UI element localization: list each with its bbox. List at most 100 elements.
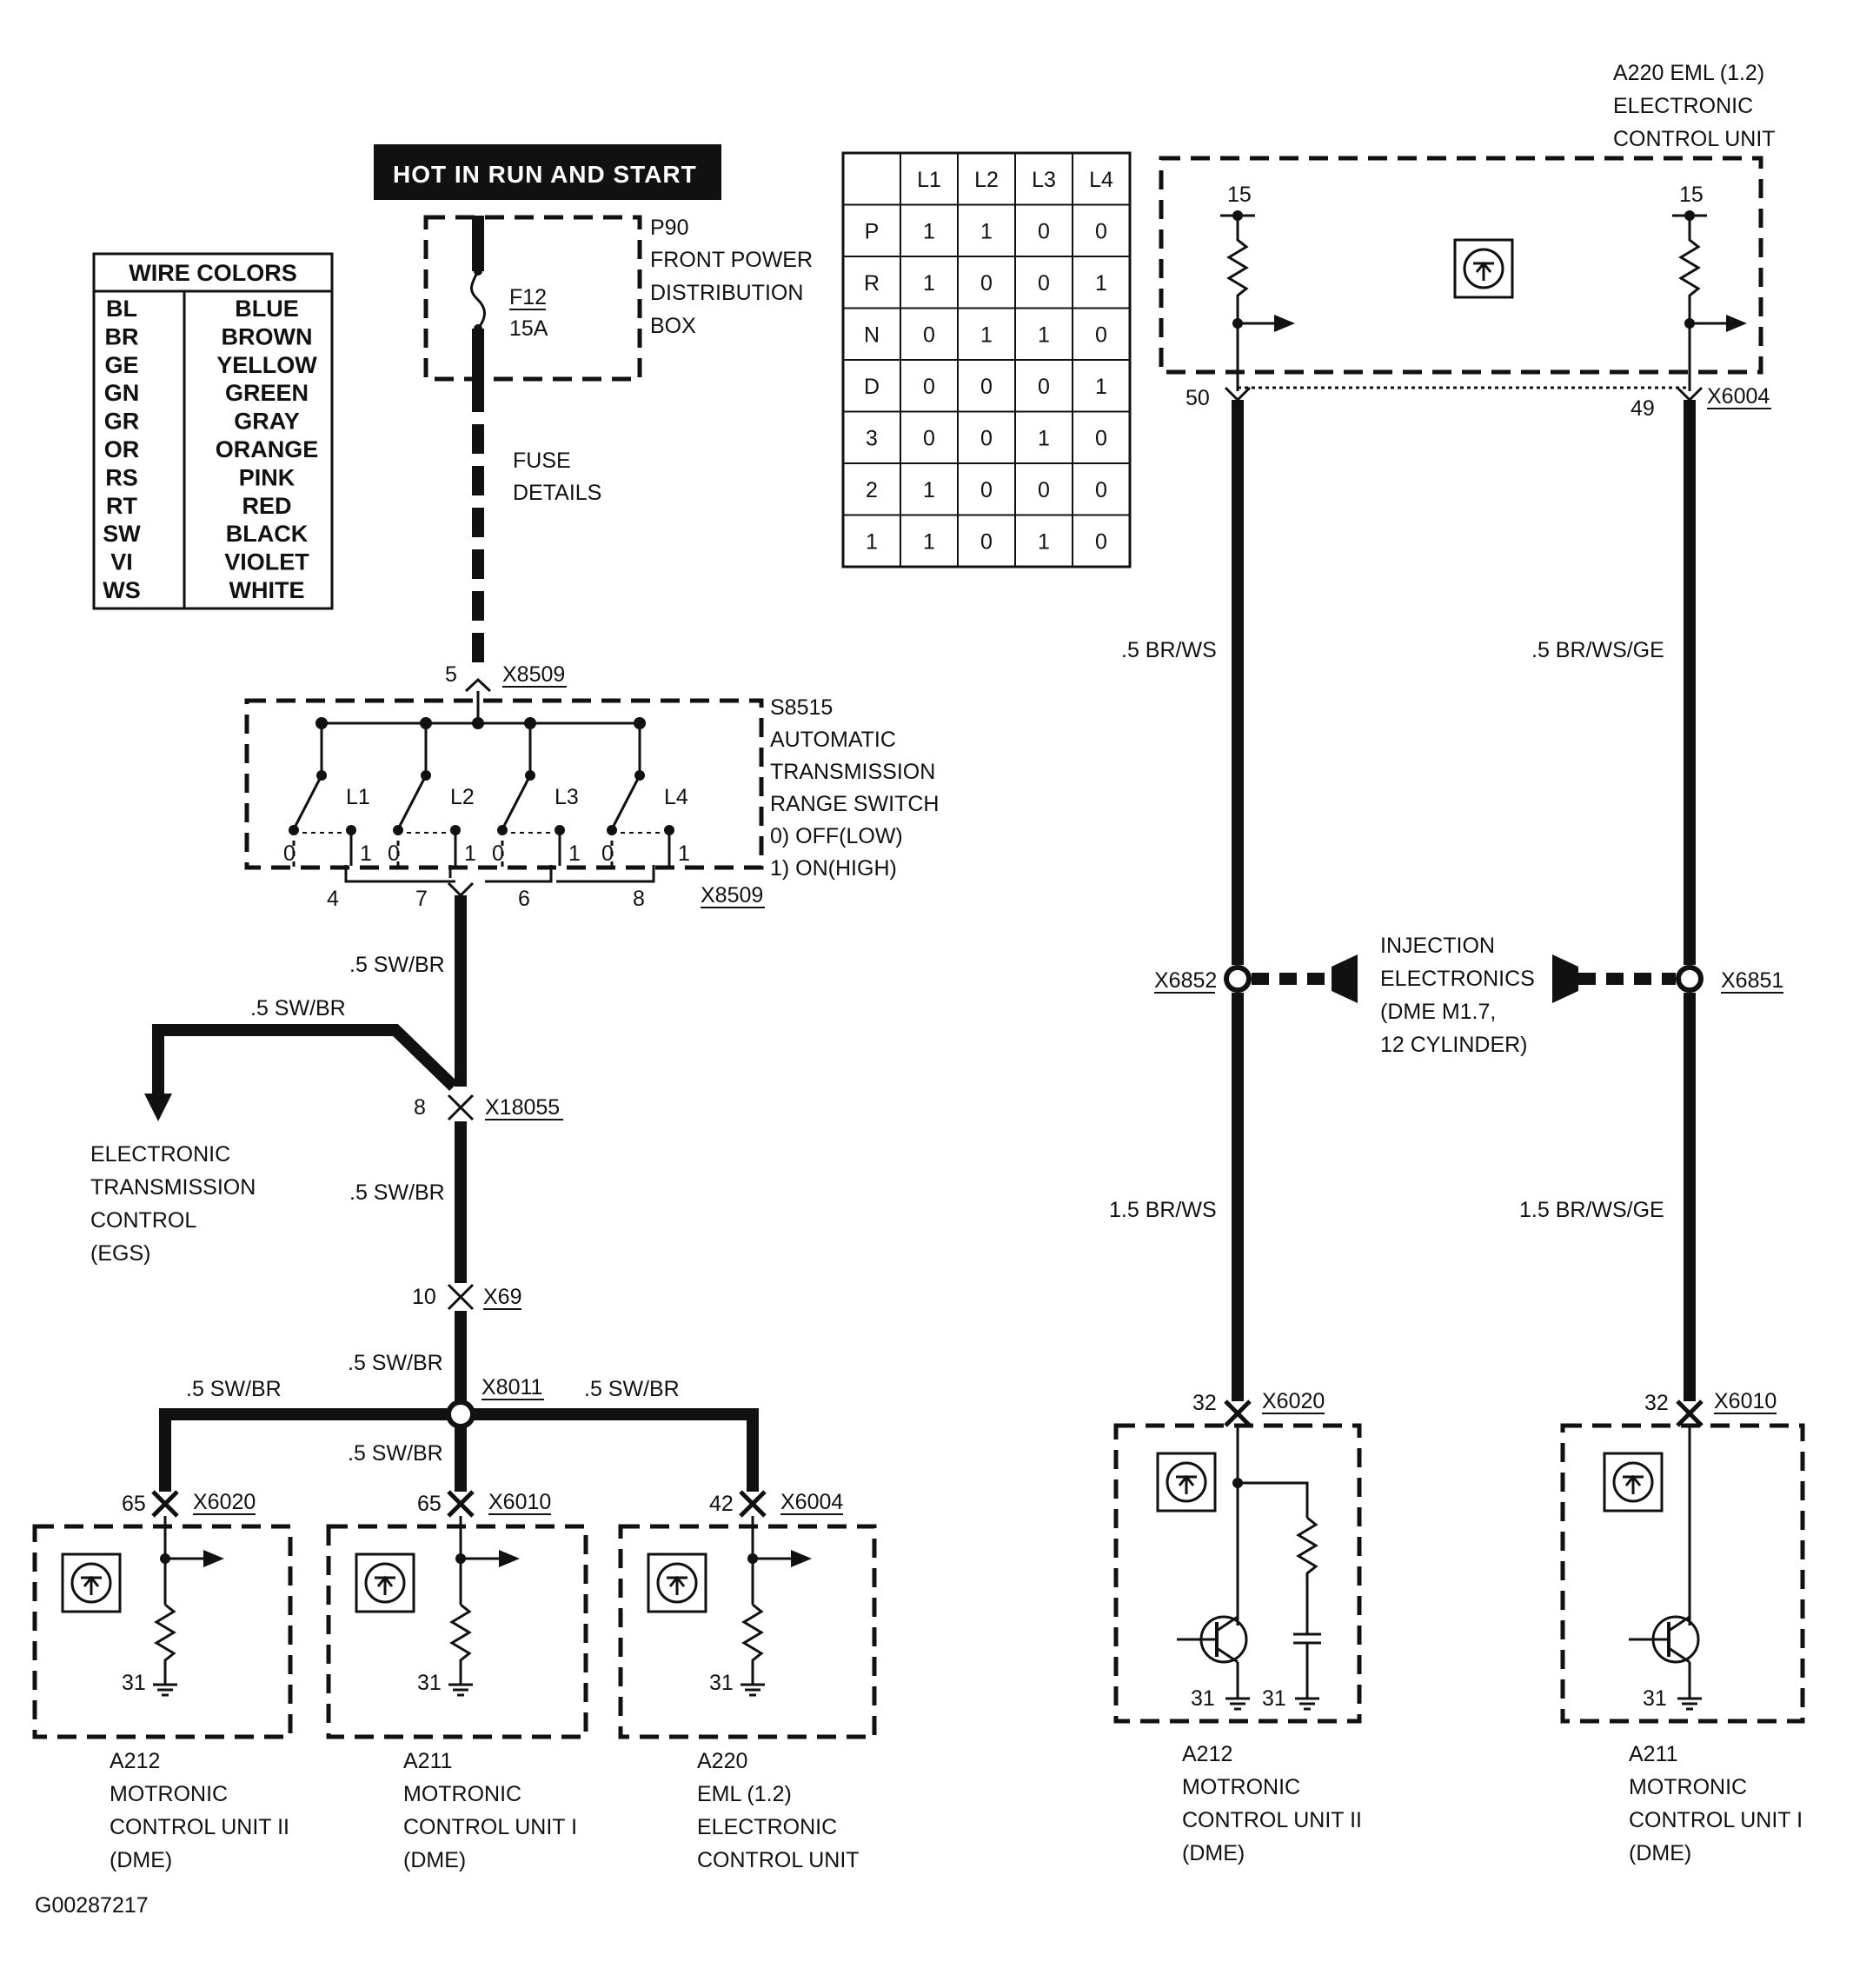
connector-x18055 <box>447 1094 475 1121</box>
connector-x8509-in <box>464 677 492 693</box>
egs-label-1: ELECTRONIC <box>90 1142 230 1167</box>
truth-cell: 0 <box>1095 322 1107 347</box>
wire-color-code: VI <box>110 549 133 575</box>
truth-cell: 1 <box>923 271 935 296</box>
range-switch-box <box>244 698 764 870</box>
hot-header-box <box>374 144 721 200</box>
truth-cell: 0 <box>923 322 935 347</box>
ecu-icon-glyph <box>1166 1461 1207 1503</box>
wire-color-name: ORANGE <box>216 436 319 462</box>
module-label: A212 <box>110 1749 160 1773</box>
splice-right-wire <box>461 1408 759 1492</box>
connector-x69 <box>447 1283 475 1311</box>
module-box <box>618 1524 877 1739</box>
ecu-icon-glyph <box>1612 1461 1654 1503</box>
module-label: CONTROL UNIT I <box>1629 1808 1803 1832</box>
module-connector <box>1224 1400 1252 1427</box>
right-wire-right-lower-label: 1.5 BR/WS/GE <box>1519 1198 1664 1222</box>
injection-label-2: ELECTRONICS <box>1380 967 1535 991</box>
fuse-details-2: DETAILS <box>513 481 601 505</box>
x18055-label: X18055 <box>485 1095 560 1120</box>
truth-cell: 0 <box>980 426 993 450</box>
module-label: CONTROL UNIT <box>697 1848 860 1872</box>
module-label: (DME) <box>110 1848 172 1872</box>
truth-cell: 3 <box>866 426 878 450</box>
switch-desc-6: 1) ON(HIGH) <box>770 856 897 881</box>
splice-x8011 <box>446 1400 475 1429</box>
wire-color-code: BR <box>105 323 139 349</box>
module-ground: 31 <box>1262 1686 1286 1711</box>
egs-label-2: TRANSMISSION <box>90 1175 256 1200</box>
eml-pin-right: 49 <box>1631 396 1655 421</box>
truth-header-cell: L1 <box>917 168 941 192</box>
wire-color-name: BLACK <box>226 521 309 547</box>
module-label: (DME) <box>1629 1841 1691 1865</box>
pdb-label-2: FRONT POWER <box>650 248 813 272</box>
wire-color-code: GE <box>104 352 138 378</box>
egs-label-3: CONTROL <box>90 1208 196 1233</box>
egs-branch-wire <box>152 1024 458 1097</box>
switch-contact-label: L1 <box>346 785 370 809</box>
module-ground: 31 <box>122 1671 146 1695</box>
wire-color-code: GR <box>104 409 140 435</box>
switch-pos1-label: 1 <box>360 841 372 866</box>
wire-color-code: GN <box>104 380 140 406</box>
eml-unit-box <box>1159 156 1763 375</box>
eml-pin15-right: 15 <box>1679 183 1704 207</box>
injection-label-3: (DME M1.7, <box>1380 1000 1496 1024</box>
module-connector <box>1676 1400 1704 1427</box>
truth-cell: 1 <box>923 478 935 502</box>
truth-cell: 0 <box>980 375 993 399</box>
switch-pin-out-3: 6 <box>518 887 530 911</box>
truth-cell: 1 <box>980 219 993 243</box>
fuse-details-1: FUSE <box>513 449 571 473</box>
eml-pin-left: 50 <box>1186 386 1210 410</box>
truth-cell: 1 <box>1038 529 1050 554</box>
switch-pin-out-2: 7 <box>415 887 428 911</box>
truth-cell: R <box>864 271 880 296</box>
switch-pos1-label: 1 <box>464 841 476 866</box>
module-connector <box>151 1490 179 1518</box>
truth-cell: 0 <box>1038 375 1050 399</box>
pdb-label-1: P90 <box>650 216 688 240</box>
truth-cell: 0 <box>1038 478 1050 502</box>
egs-branch-label: .5 SW/BR <box>250 996 346 1021</box>
truth-cell: 0 <box>980 529 993 554</box>
main-wire-1-label: .5 SW/BR <box>349 953 445 977</box>
truth-cell: 1 <box>980 322 993 347</box>
hot-header-text: HOT IN RUN AND START <box>393 161 697 188</box>
fuse-name: F12 <box>509 285 547 309</box>
truth-cell: 1 <box>923 529 935 554</box>
switch-desc-4: RANGE SWITCH <box>770 792 939 816</box>
ecu-icon-glyph <box>70 1562 112 1604</box>
wire-color-name: YELLOW <box>216 352 317 378</box>
module-label: A211 <box>403 1749 453 1773</box>
truth-cell: 1 <box>1038 322 1050 347</box>
truth-cell: 1 <box>1095 375 1107 399</box>
truth-cell: 0 <box>923 375 935 399</box>
truth-cell: 0 <box>1095 478 1107 502</box>
truth-cell: P <box>865 219 880 243</box>
module-pin: 32 <box>1644 1391 1669 1415</box>
truth-header-cell: L3 <box>1032 168 1056 192</box>
truth-cell: 0 <box>1038 219 1050 243</box>
figure-id: G00287217 <box>35 1893 149 1918</box>
wire-color-code: OR <box>104 436 140 462</box>
switch-desc-1: S8515 <box>770 695 833 720</box>
splice-left-label: .5 SW/BR <box>186 1377 282 1401</box>
main-wire-2-label: .5 SW/BR <box>349 1180 445 1205</box>
module-label: (DME) <box>403 1848 466 1872</box>
ecu-icon-glyph <box>656 1562 698 1604</box>
egs-arrow <box>144 1094 172 1121</box>
module-conn: X6020 <box>193 1490 256 1514</box>
x69-label: X69 <box>483 1285 521 1309</box>
injection-label-4: 12 CYLINDER) <box>1380 1033 1528 1057</box>
truth-cell: 0 <box>1095 219 1107 243</box>
